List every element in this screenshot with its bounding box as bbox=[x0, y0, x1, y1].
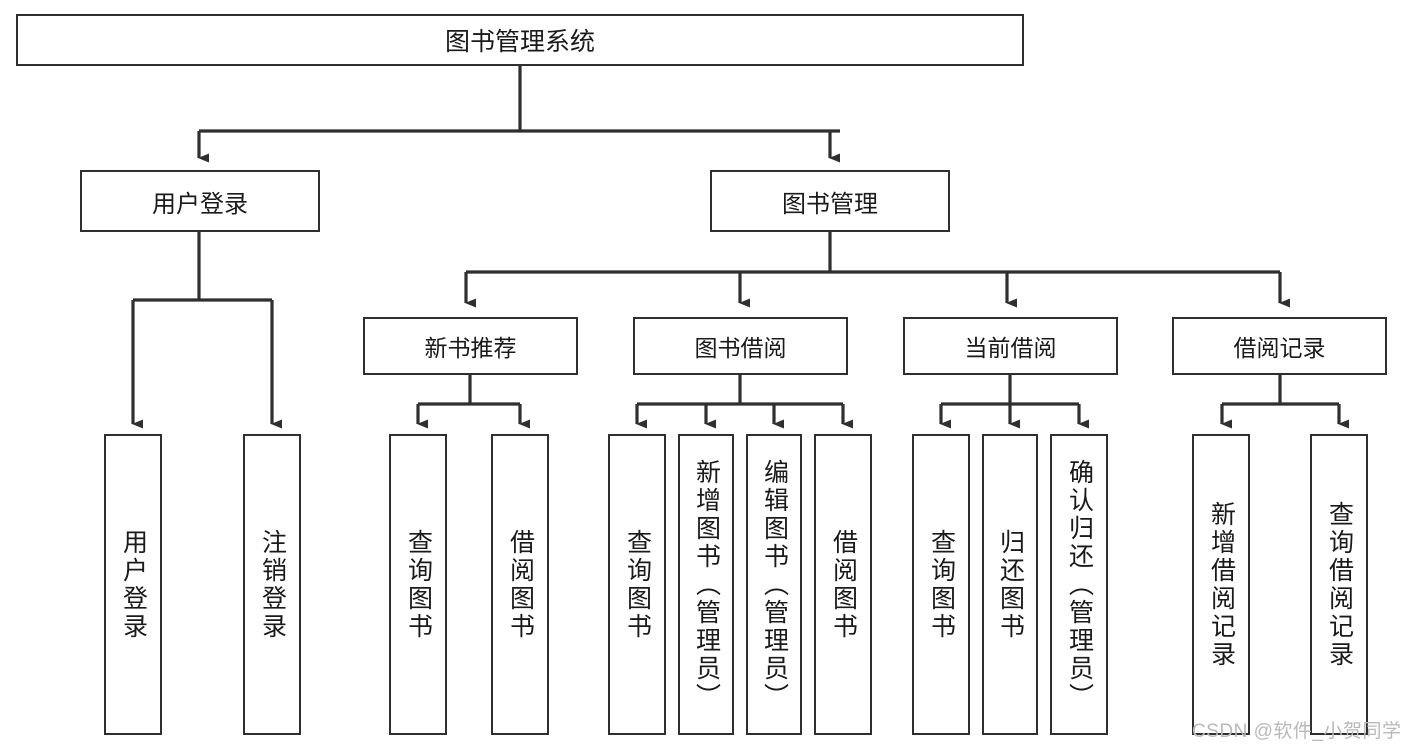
leaf-edit-book-admin[interactable]: 编辑图书（管理员） bbox=[746, 434, 802, 735]
leaf-query-book-borrow-label: 查询图书 bbox=[623, 528, 652, 641]
leaf-borrow-book-recommend-label: 借阅图书 bbox=[506, 528, 535, 641]
node-root-label: 图书管理系统 bbox=[444, 28, 595, 56]
node-book-management-label: 图书管理 bbox=[782, 190, 878, 218]
leaf-user-login[interactable]: 用户登录 bbox=[104, 434, 162, 735]
leaf-query-book-current-label: 查询图书 bbox=[927, 528, 956, 641]
leaf-confirm-return-admin-label: 确认归还（管理员） bbox=[1065, 458, 1094, 711]
leaf-query-borrow-record-label: 查询借阅记录 bbox=[1325, 500, 1354, 669]
leaf-add-book-admin-label: 新增图书（管理员） bbox=[692, 458, 721, 711]
node-root[interactable]: 图书管理系统 bbox=[16, 14, 1024, 66]
watermark: CSDN @软件_小贺同学 bbox=[1192, 721, 1402, 742]
node-new-book-recommend-label: 新书推荐 bbox=[424, 335, 517, 361]
node-book-borrow[interactable]: 图书借阅 bbox=[633, 317, 848, 375]
leaf-borrow-book[interactable]: 借阅图书 bbox=[814, 434, 872, 735]
leaf-add-book-admin[interactable]: 新增图书（管理员） bbox=[678, 434, 734, 735]
leaf-logout[interactable]: 注销登录 bbox=[243, 434, 301, 735]
leaf-logout-label: 注销登录 bbox=[258, 528, 287, 641]
leaf-query-book-recommend-label: 查询图书 bbox=[404, 528, 433, 641]
leaf-return-book-label: 归还图书 bbox=[996, 528, 1025, 641]
node-user-login[interactable]: 用户登录 bbox=[80, 170, 320, 232]
leaf-edit-book-admin-label: 编辑图书（管理员） bbox=[760, 458, 789, 711]
node-current-borrow[interactable]: 当前借阅 bbox=[903, 317, 1118, 375]
leaf-query-borrow-record[interactable]: 查询借阅记录 bbox=[1310, 434, 1368, 735]
node-borrow-record[interactable]: 借阅记录 bbox=[1172, 317, 1387, 375]
node-current-borrow-label: 当前借阅 bbox=[964, 335, 1057, 361]
leaf-query-book-borrow[interactable]: 查询图书 bbox=[608, 434, 666, 735]
node-user-login-label: 用户登录 bbox=[152, 190, 248, 218]
leaf-user-login-label: 用户登录 bbox=[119, 528, 148, 641]
node-book-borrow-label: 图书借阅 bbox=[694, 335, 787, 361]
leaf-borrow-book-label: 借阅图书 bbox=[829, 528, 858, 641]
node-book-management[interactable]: 图书管理 bbox=[710, 170, 950, 232]
leaf-query-book-recommend[interactable]: 查询图书 bbox=[389, 434, 447, 735]
node-new-book-recommend[interactable]: 新书推荐 bbox=[363, 317, 578, 375]
leaf-add-borrow-record-label: 新增借阅记录 bbox=[1207, 500, 1236, 669]
node-borrow-record-label: 借阅记录 bbox=[1233, 335, 1326, 361]
leaf-borrow-book-recommend[interactable]: 借阅图书 bbox=[491, 434, 549, 735]
leaf-query-book-current[interactable]: 查询图书 bbox=[912, 434, 970, 735]
leaf-return-book[interactable]: 归还图书 bbox=[982, 434, 1038, 735]
leaf-confirm-return-admin[interactable]: 确认归还（管理员） bbox=[1050, 434, 1108, 735]
leaf-add-borrow-record[interactable]: 新增借阅记录 bbox=[1192, 434, 1250, 735]
